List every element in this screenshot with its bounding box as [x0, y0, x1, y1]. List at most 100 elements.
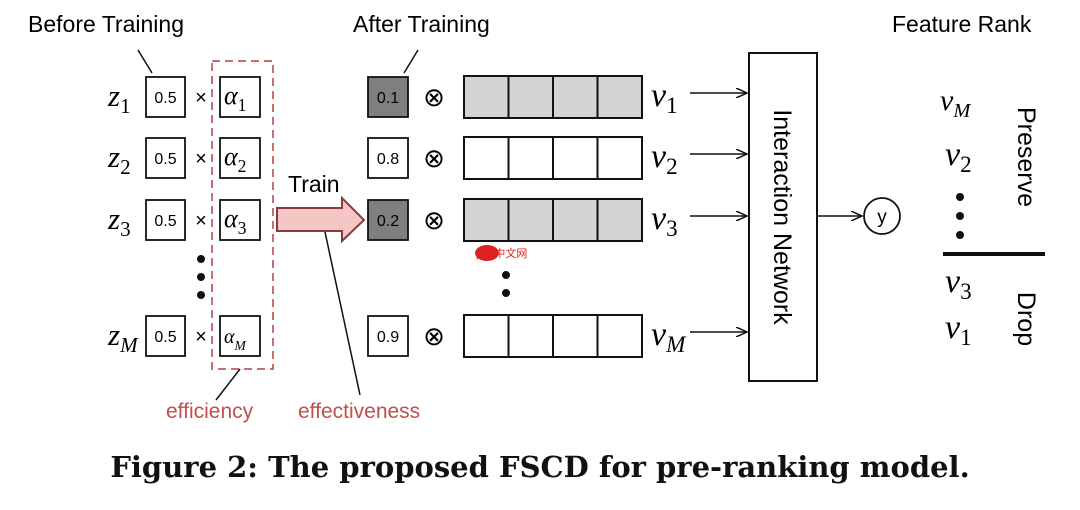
- train-label: Train: [288, 171, 340, 197]
- v-label-subscript: 1: [666, 93, 678, 119]
- z-label-subscript: 3: [120, 217, 131, 241]
- init-weight-box: [145, 199, 186, 241]
- alpha-label-base: α: [224, 81, 239, 110]
- embedding-cell: [552, 75, 599, 119]
- embedding-cell: [552, 136, 599, 180]
- embedding-cell: [596, 75, 643, 119]
- init-weight-value: 0.5: [154, 213, 176, 230]
- alpha-label: α1: [224, 81, 247, 115]
- trained-weight-value: 0.9: [377, 329, 399, 346]
- embedding-cell: [596, 314, 643, 358]
- rank-preserve-item: vM: [940, 84, 971, 122]
- after-training-label: After Training: [353, 11, 490, 37]
- embedding-cell: [463, 314, 510, 358]
- watermark: php中文网: [475, 245, 527, 261]
- z-label-subscript: 1: [120, 94, 131, 118]
- init-weight-value: 0.5: [154, 151, 176, 168]
- effectiveness-leader: [324, 231, 361, 396]
- alpha-box: [219, 315, 261, 357]
- init-weight-box: [145, 315, 186, 357]
- trained-weight-box: [367, 76, 409, 118]
- trained-weight-value: 0.1: [377, 90, 399, 107]
- z-label-subscript: M: [119, 333, 139, 357]
- z-label-base: z: [107, 139, 120, 174]
- ellipsis-mid: [502, 271, 510, 297]
- embedding-cell: [552, 198, 599, 242]
- train-arrow: [276, 195, 366, 244]
- effectiveness-label: effectiveness: [298, 400, 420, 423]
- times-sign: ×: [195, 210, 207, 232]
- alpha-box: [219, 199, 261, 241]
- ellipsis-left: [197, 255, 205, 299]
- trained-weight-value: 0.2: [377, 213, 399, 230]
- otimes-sign: ⊗: [423, 82, 445, 112]
- rank-ellipsis: [956, 193, 964, 239]
- rank-preserve-item-base: v: [945, 136, 961, 173]
- preserve-label: Preserve: [1012, 107, 1040, 207]
- trained-weight-box: [367, 199, 409, 241]
- init-weight-box: [145, 76, 186, 118]
- before-training-label: Before Training: [28, 11, 184, 37]
- embedding-cell: [507, 314, 554, 358]
- trained-weight-box: [367, 137, 409, 179]
- embedding-cell: [596, 198, 643, 242]
- embedding-cell: [507, 75, 554, 119]
- alpha-label-subscript: M: [234, 338, 247, 353]
- output-node: [863, 197, 901, 235]
- z-label: zM: [107, 317, 139, 357]
- otimes-sign: ⊗: [423, 321, 445, 351]
- after-leader-line: [403, 49, 419, 74]
- v-label-base: v: [651, 200, 667, 237]
- rank-drop-item: v3: [945, 263, 972, 305]
- embedding-cell: [463, 136, 510, 180]
- alpha-box: [219, 76, 261, 118]
- v-label-base: v: [651, 316, 667, 353]
- alpha-label-base: α: [224, 326, 235, 348]
- embedding-cell: [463, 75, 510, 119]
- z-label: z2: [107, 139, 131, 179]
- v-label-base: v: [651, 77, 667, 114]
- alpha-label-base: α: [224, 142, 239, 171]
- rank-preserve-item-subscript: M: [952, 100, 971, 122]
- interaction-network-box: [748, 52, 818, 382]
- z-label-base: z: [107, 201, 120, 236]
- embedding-cell: [596, 136, 643, 180]
- v-label: v2: [651, 138, 678, 180]
- otimes-sign: ⊗: [423, 205, 445, 235]
- rank-preserve-item-base: v: [940, 84, 954, 117]
- output-label: y: [877, 207, 887, 228]
- v-label: v1: [651, 77, 678, 119]
- rank-drop-item-base: v: [945, 309, 961, 346]
- times-sign: ×: [195, 87, 207, 109]
- rank-preserve-item: v2: [945, 136, 972, 178]
- init-weight-box: [145, 137, 186, 179]
- init-weight-value: 0.5: [154, 329, 176, 346]
- rank-drop-item-subscript: 3: [960, 279, 972, 305]
- z-label: z1: [107, 78, 131, 118]
- efficiency-dashed-box: [211, 60, 274, 370]
- z-label-base: z: [107, 78, 120, 113]
- alpha-label: α2: [224, 142, 247, 176]
- efficiency-leader: [215, 368, 241, 401]
- times-sign: ×: [195, 326, 207, 348]
- rank-drop-item-base: v: [945, 263, 961, 300]
- v-label-subscript: 2: [666, 154, 678, 180]
- figure-caption: Figure 2: The proposed FSCD for pre-rank…: [110, 450, 970, 484]
- alpha-label-base: α: [224, 204, 239, 233]
- embedding-cell: [507, 136, 554, 180]
- embedding-cell: [507, 198, 554, 242]
- init-weight-value: 0.5: [154, 90, 176, 107]
- rank-preserve-item-subscript: 2: [960, 152, 972, 178]
- times-sign: ×: [195, 148, 207, 170]
- rank-drop-item: v1: [945, 309, 972, 351]
- v-label: vM: [651, 316, 687, 358]
- embedding-cell: [552, 314, 599, 358]
- feature-rank-label: Feature Rank: [892, 11, 1032, 37]
- embedding-cell: [463, 198, 510, 242]
- alpha-label-subscript: 2: [238, 156, 247, 176]
- rank-drop-item-subscript: 1: [960, 325, 972, 351]
